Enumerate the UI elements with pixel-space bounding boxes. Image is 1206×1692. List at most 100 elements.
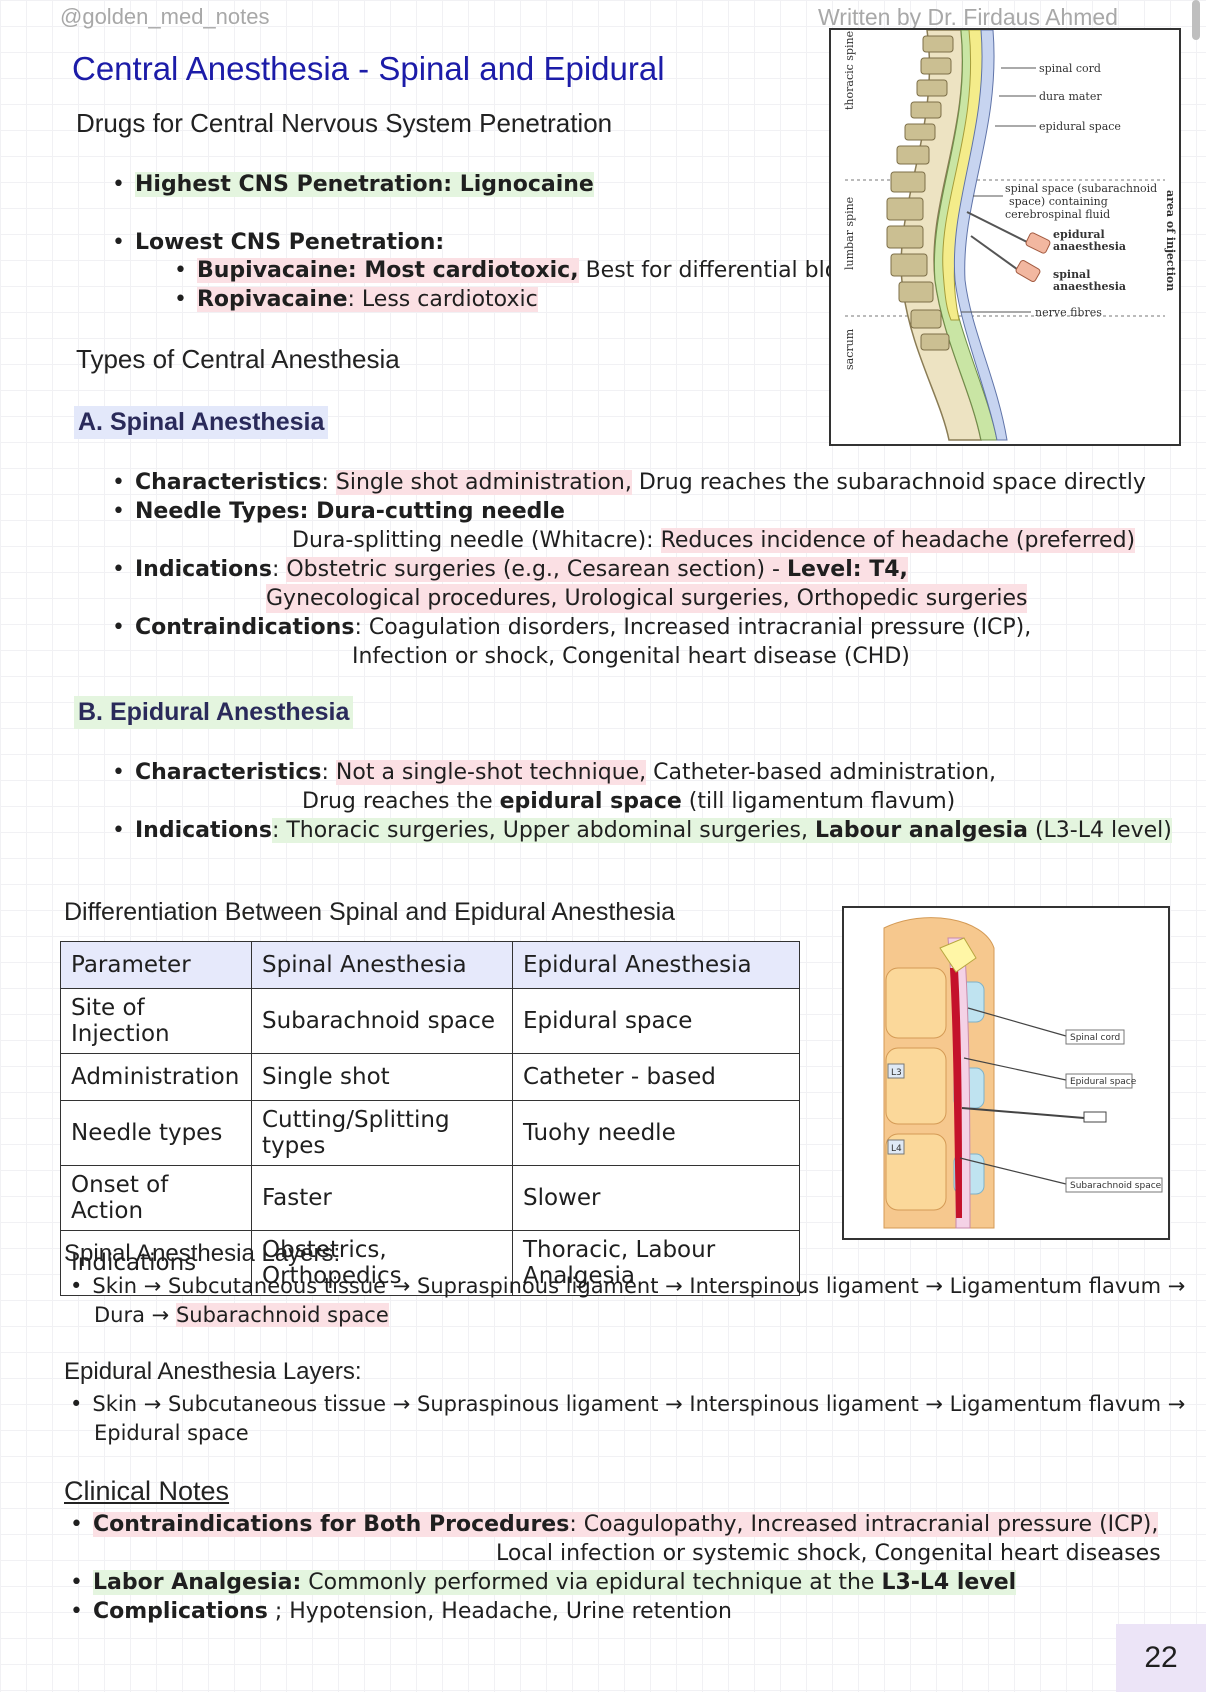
epi-char-hl: Not a single-shot technique, [335, 760, 647, 785]
bupi-rest: Best for differential block [585, 258, 864, 283]
table-row: Indications Obstetrics, Orthopedics Thor… [60, 1230, 800, 1296]
table-header-row: Parameter Spinal Anesthesia Epidural Ane… [60, 941, 800, 989]
epidural-char-2: Drug reaches the epidural space (till li… [302, 787, 955, 816]
labor-level: L3-L4 level [881, 1570, 1017, 1595]
table-cell: Faster [251, 1165, 513, 1231]
lowest-label: Lowest CNS Penetration: [134, 230, 445, 255]
epi-char-2a: Drug reaches the [302, 789, 493, 814]
sacrum-label: sacrum [843, 328, 856, 370]
epidural-indications: Indications: Thoracic surgeries, Upper a… [112, 816, 1172, 845]
spinal-char-hl: Single shot administration, [335, 470, 632, 495]
epi-layers-2: Epidural space [94, 1421, 249, 1445]
page-title: Central Anesthesia - Spinal and Epidural [72, 50, 665, 87]
spinal-ind-label: Indications [134, 557, 272, 582]
epidural-anaesthesia-label-1: epidural [1053, 228, 1105, 241]
comparison-table: Parameter Spinal Anesthesia Epidural Ane… [60, 941, 800, 1296]
comp-label: Complications [92, 1599, 268, 1624]
highest-value: Lignocaine [459, 172, 594, 197]
spinal-anaesthesia-label-2: anaesthesia [1053, 280, 1126, 293]
subarachnoid-space-tag: Subarachnoid space [1070, 1181, 1162, 1191]
handle-watermark: @golden_med_notes [60, 4, 270, 29]
table-header: Parameter [60, 941, 252, 989]
clinical-contra: Contraindications for Both Procedures: C… [70, 1510, 1159, 1539]
highest-cns-item: Highest CNS Penetration: Lignocaine [112, 170, 594, 199]
diff-heading: Differentiation Between Spinal and Epidu… [64, 898, 676, 926]
thoracic-label: thoracic spine [843, 31, 856, 110]
spine-diagram: spinal cord dura mater epidural space sp… [843, 29, 1177, 441]
ropi-name: Ropivacaine [196, 287, 348, 312]
table-row: Onset of Action Faster Slower [60, 1165, 800, 1231]
table-cell: Thoracic, Labour Analgesia [512, 1230, 800, 1296]
spinal-cord-tag: Spinal cord [1070, 1033, 1120, 1043]
epi-char-rest: Catheter-based administration, [653, 760, 997, 785]
scrollbar[interactable] [1192, 0, 1200, 40]
table-row: Administration Single shot Catheter - ba… [60, 1053, 800, 1101]
table-cell: Administration [60, 1053, 252, 1101]
spinal-contra-2: Infection or shock, Congenital heart dis… [352, 644, 910, 669]
spinal-needle [970, 235, 1041, 282]
bupivacaine-item: Bupivacaine: Most cardiotoxic, Best for … [174, 256, 863, 285]
subarachnoid-label-1: spinal space (subarachnoid [1005, 182, 1157, 195]
table-cell: Epidural space [512, 988, 800, 1054]
spinal-contraindications: Contraindications: Coagulation disorders… [112, 613, 1031, 642]
epidural-anaesthesia-label-2: anaesthesia [1053, 240, 1126, 253]
labor-text: Commonly performed via epidural techniqu… [308, 1570, 875, 1595]
bupi-hl: Most cardiotoxic, [364, 258, 579, 283]
epi-ind-3: (L3-L4 level) [1034, 818, 1172, 843]
table-row: Needle types Cutting/Splitting types Tuo… [60, 1100, 800, 1166]
spinal-char-rest: Drug reaches the subarachnoid space dire… [638, 470, 1146, 495]
clinical-labor: Labor Analgesia: Commonly performed via … [70, 1568, 1017, 1597]
clinical-contra-label: Contraindications for Both Procedures [92, 1512, 570, 1537]
table-cell: Subarachnoid space [251, 988, 513, 1054]
spinal-layers-2: Dura → Subarachnoid space [94, 1301, 389, 1330]
table-cell: Catheter - based [512, 1053, 800, 1101]
table-cell: Tuohy needle [512, 1100, 800, 1166]
types-heading: Types of Central Anesthesia [76, 344, 400, 374]
spinal-needle-2: Dura-splitting needle (Whitacre): Reduce… [292, 526, 1136, 555]
epi-char-2c: (till ligamentum flavum) [688, 789, 956, 814]
epidural-needle [966, 211, 1051, 254]
epi-layers-heading: Epidural Anesthesia Layers: [64, 1358, 362, 1385]
spinal-anaesthesia-label-1: spinal [1053, 268, 1090, 281]
spinal-needle-types: Needle Types: Dura-cutting needle [112, 497, 565, 526]
ropivacaine-item: Ropivacaine: Less cardiotoxic [174, 285, 538, 314]
bupi-name: Bupivacaine: [196, 258, 357, 283]
l3-tag: L3 [891, 1068, 902, 1078]
lumbar-label: lumbar spine [843, 197, 856, 270]
spinal-characteristics: Characteristics: Single shot administrat… [112, 468, 1146, 497]
table-cell: Site of Injection [60, 988, 252, 1054]
lowest-cns-item: Lowest CNS Penetration: [112, 228, 444, 257]
epidural-space-tag: Epidural space [1070, 1077, 1137, 1087]
epi-ind-1: : Thoracic surgeries, Upper abdominal su… [271, 818, 808, 843]
drugs-heading: Drugs for Central Nervous System Penetra… [76, 108, 613, 138]
subarachnoid-label-2: space) containing [1009, 195, 1108, 208]
subarachnoid-label-3: cerebrospinal fluid [1005, 208, 1110, 221]
nerve-fibres-label: nerve fibres [1035, 306, 1102, 319]
spinal-ind-1: Obstetric surgeries (e.g., Cesarean sect… [286, 557, 780, 582]
lumbar-figure: Spinal cord Epidural space Subarachnoid … [842, 906, 1170, 1240]
comp-text: ; Hypotension, Headache, Urine retention [274, 1599, 732, 1624]
epi-layers-text: Skin → Subcutaneous tissue → Supraspinou… [92, 1392, 1186, 1416]
spinal-layers-1: Skin → Subcutaneous tissue → Supraspinou… [70, 1272, 1185, 1301]
labor-label: Labor Analgesia: [92, 1570, 302, 1595]
spinal-layers-heading: Spinal Anesthesia Layers: [64, 1240, 341, 1267]
epidural-space-label: epidural space [1039, 120, 1121, 133]
epidural-characteristics: Characteristics: Not a single-shot techn… [112, 758, 996, 787]
table-cell: Single shot [251, 1053, 513, 1101]
epi-char-label: Characteristics [134, 760, 322, 785]
table-cell: Slower [512, 1165, 800, 1231]
ropi-rest: : Less cardiotoxic [347, 287, 538, 312]
needle-label: Needle Types: [134, 499, 309, 524]
spinal-contra-label: Contraindications [134, 615, 355, 640]
highest-label: Highest CNS Penetration: [134, 172, 453, 197]
clinical-complications: Complications ; Hypotension, Headache, U… [70, 1597, 732, 1626]
spinal-char-label: Characteristics [134, 470, 322, 495]
spine-figure: spinal cord dura mater epidural space sp… [829, 28, 1181, 446]
epi-layers-1: Skin → Subcutaneous tissue → Supraspinou… [70, 1390, 1185, 1419]
needle-hub-icon [1083, 1111, 1107, 1123]
spinal-contra-1: : Coagulation disorders, Increased intra… [354, 615, 1032, 640]
epi-ind-label: Indications [134, 818, 272, 843]
needle-2b: Reduces incidence of headache (preferred… [660, 528, 1136, 553]
table-cell: Obstetrics, Orthopedics [251, 1230, 513, 1296]
epidural-heading: B. Epidural Anesthesia [74, 696, 354, 729]
